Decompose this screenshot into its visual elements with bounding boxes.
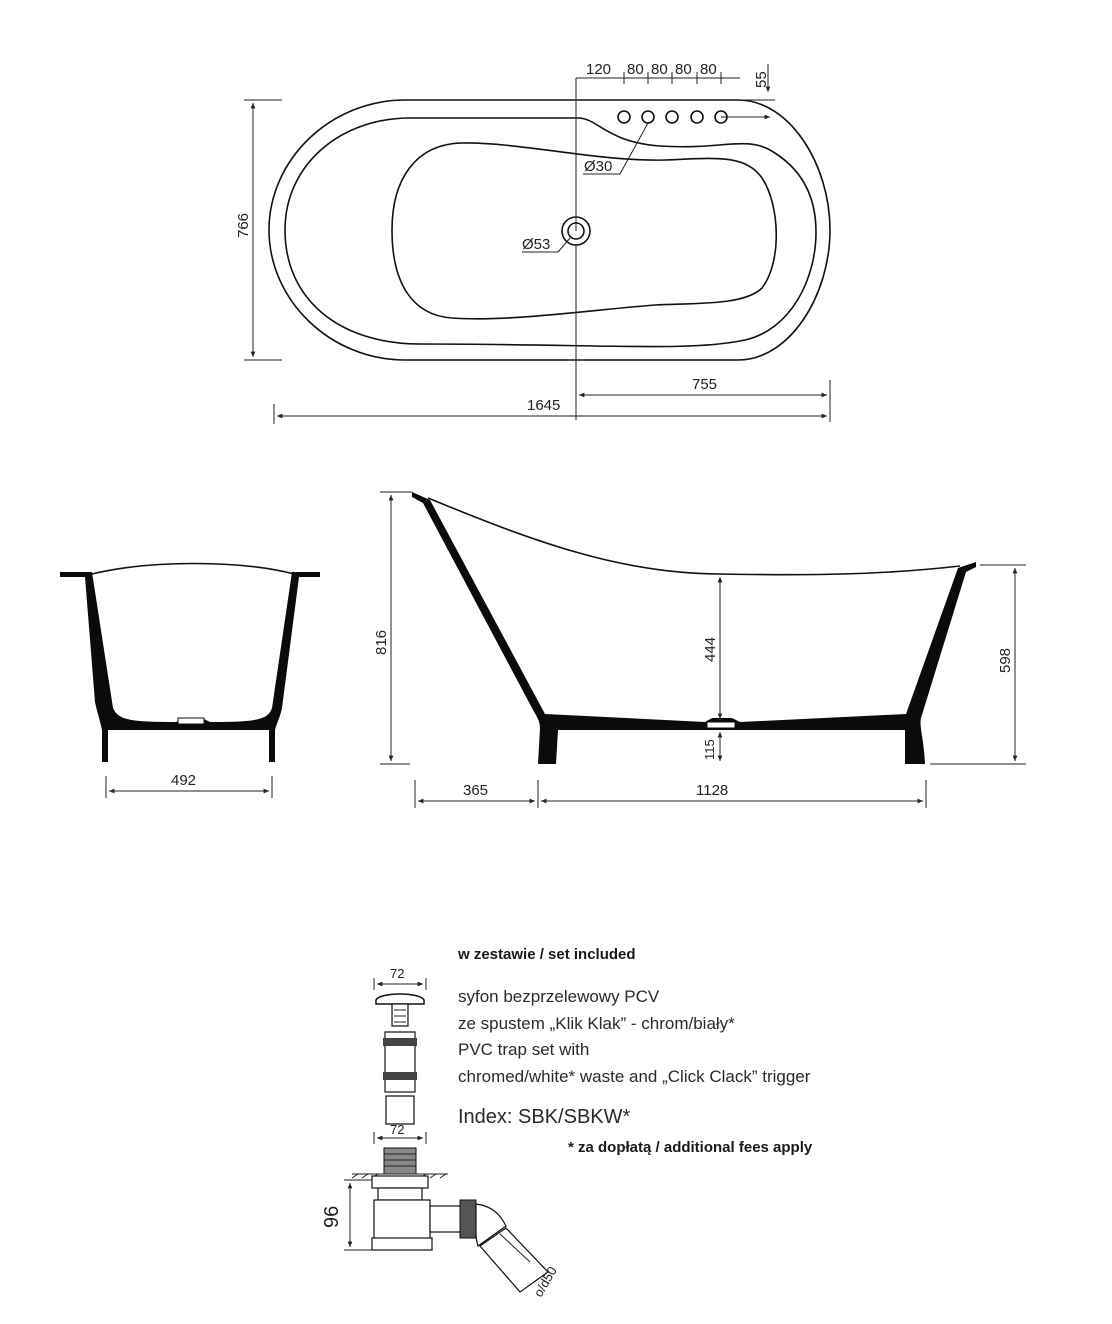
end-view-top-curve (91, 562, 295, 575)
trap-flange (371, 1175, 429, 1189)
fee-note: * za dopłatą / additional fees apply (568, 1139, 813, 1156)
trap-tube-ring (383, 1072, 417, 1080)
tub-rim-inner (284, 117, 817, 348)
dim-body-width: 72 (390, 1122, 404, 1137)
trap-cap (375, 993, 425, 1005)
dim-hole-spacing-3: 80 (651, 61, 668, 78)
dim-hole-spacing-4: 80 (675, 61, 692, 78)
side-view-drain (706, 721, 736, 729)
dim-base-length: 1128 (696, 782, 728, 799)
dim-edge-offset: 55 (753, 71, 770, 88)
trap-base (371, 1237, 433, 1251)
trap-threaded-neck (383, 1147, 417, 1175)
dim-drain-offset: 755 (692, 376, 717, 393)
set-description: syfon bezprzelewowy PCV ze spustem „Klik… (458, 984, 810, 1090)
tap-hole (641, 110, 655, 124)
dim-total-height: 816 (373, 630, 390, 655)
dim-trap-height: 96 (321, 1206, 343, 1228)
dim-hole-spacing-2: 80 (627, 61, 644, 78)
tap-hole (617, 110, 631, 124)
tub-outer-outline (268, 99, 831, 361)
trap-spring (391, 1003, 409, 1027)
dim-headrest-length: 365 (463, 782, 488, 799)
product-index: Index: SBK/SBKW* (458, 1106, 631, 1128)
end-view: 492 (60, 562, 320, 798)
dim-depth: 444 (702, 637, 719, 662)
dim-cap-width: 72 (390, 966, 404, 981)
set-description-line: PVC trap set with (458, 1040, 590, 1059)
trap-collar (377, 1187, 423, 1201)
trap-tube-ring (383, 1038, 417, 1046)
dim-drain-diameter: Ø53 (522, 236, 550, 253)
end-view-shell (60, 572, 320, 762)
dim-hole-spacing-5: 80 (700, 61, 717, 78)
trap-outlet-arm (429, 1205, 465, 1233)
side-view-rim-curve (427, 497, 961, 576)
trap-outlet-pipe (479, 1227, 549, 1293)
dim-hole-spacing-1: 120 (586, 61, 611, 78)
trap-elbow (475, 1203, 507, 1247)
tap-hole (690, 110, 704, 124)
trap-nut (459, 1199, 477, 1239)
set-description-line: chromed/white* waste and „Click Clack” t… (458, 1066, 811, 1086)
trap-body (373, 1199, 431, 1241)
trap-drawing: 72 72 96 (321, 966, 560, 1300)
tub-basin (391, 142, 778, 320)
set-included-title: w zestawie / set included (458, 946, 636, 963)
dim-width: 766 (235, 213, 252, 238)
dim-tap-hole-diameter: Ø30 (584, 158, 612, 175)
dim-length: 1645 (527, 397, 560, 414)
side-view: 816 444 115 598 365 1128 (373, 491, 1026, 808)
dim-end-width: 492 (171, 772, 196, 789)
set-description-line: ze spustem „Klik Klak” - chrom/biały* (458, 1013, 735, 1033)
trap-lower-sleeve (385, 1095, 415, 1125)
dim-rim-height: 598 (997, 648, 1014, 673)
side-view-shell (412, 492, 976, 764)
top-view: 120 80 80 80 80 55 Ø30 Ø53 766 755 1645 (235, 61, 831, 424)
tap-hole (665, 110, 679, 124)
set-description-line: syfon bezprzelewowy PCV (458, 987, 660, 1006)
dim-floor-height: 115 (702, 739, 717, 760)
end-view-drain (177, 717, 205, 725)
